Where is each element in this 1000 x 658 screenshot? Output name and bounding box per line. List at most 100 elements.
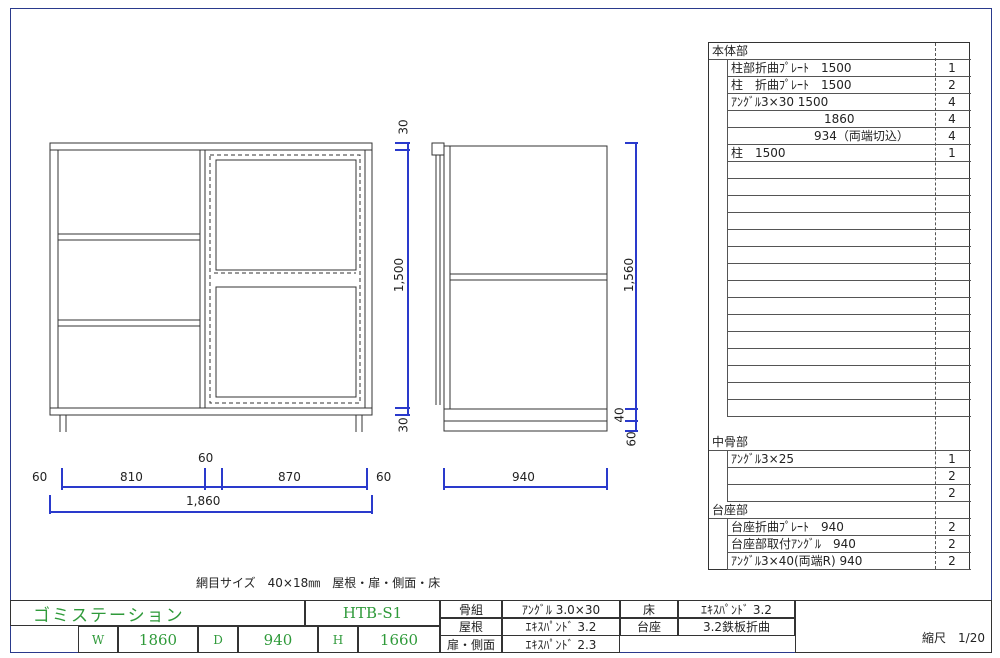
part-qty: 2 xyxy=(948,78,956,92)
part-name: 柱 折曲ﾌﾟﾚｰﾄ 1500 xyxy=(731,78,852,92)
part-name: ｱﾝｸﾞﾙ3×30 1500 xyxy=(731,95,829,109)
parts-row-blank xyxy=(709,315,971,332)
tb-d-label-cell: D xyxy=(198,626,238,653)
row-rule xyxy=(727,569,971,570)
part-name: ｱﾝｸﾞﾙ3×40(両端R) 940 xyxy=(731,554,863,568)
part-qty: 2 xyxy=(948,469,956,483)
row-rule xyxy=(709,59,971,60)
h-value: 1660 xyxy=(379,630,419,649)
dim-right-margin-label: 60 xyxy=(376,470,392,484)
spec2-value: ｴｷｽﾊﾟﾝﾄﾞ 3.2 xyxy=(701,602,772,617)
tb-w-value-cell: 1860 xyxy=(118,626,198,653)
parts-row: 1860 4 xyxy=(709,111,971,128)
row-rule xyxy=(727,365,971,366)
spec-value-cell: ｴｷｽﾊﾟﾝﾄﾞ 2.3 xyxy=(502,635,620,654)
part-qty: 4 xyxy=(948,112,956,126)
part-name: ｱﾝｸﾞﾙ3×25 xyxy=(731,452,794,466)
dim-left-margin-label: 60 xyxy=(32,470,48,484)
part-name: 台座折曲ﾌﾟﾚｰﾄ 940 xyxy=(731,520,844,534)
spec-label: 骨組 xyxy=(458,602,483,617)
dim-mid-gap-label: 60 xyxy=(198,451,214,465)
tb-scale-cell: 縮尺 1/20 xyxy=(795,600,992,653)
spec2-value-cell: 3.2鉄板折曲 xyxy=(678,617,795,636)
w-value: 1860 xyxy=(138,630,178,649)
row-rule xyxy=(709,450,971,451)
spec2-label-cell: 台座 xyxy=(620,617,678,636)
spec-label: 屋根 xyxy=(458,620,483,635)
tb-model-cell: HTB-S1 xyxy=(305,600,440,626)
parts-section-title: 台座部 xyxy=(712,503,749,517)
part-name: 柱部折曲ﾌﾟﾚｰﾄ 1500 xyxy=(731,61,852,75)
side-base-lower xyxy=(443,420,608,432)
part-qty: 1 xyxy=(948,452,956,466)
row-rule xyxy=(727,314,971,315)
dim-front-top-label: 30 xyxy=(396,119,411,135)
part-qty: 2 xyxy=(948,486,956,500)
parts-row-blank xyxy=(709,230,971,247)
parts-row: 2 xyxy=(709,485,971,502)
row-rule xyxy=(727,195,971,196)
spec2-value: 3.2鉄板折曲 xyxy=(702,620,771,635)
part-qty: 1 xyxy=(948,61,956,75)
part-name: 柱 1500 xyxy=(731,146,786,160)
row-rule xyxy=(727,263,971,264)
dim-side-height-label: 1,560 xyxy=(622,257,637,293)
row-rule xyxy=(727,297,971,298)
w-label: W xyxy=(91,632,105,647)
row-rule xyxy=(727,110,971,111)
part-name: 934（両端切込） xyxy=(814,129,909,143)
row-rule xyxy=(727,178,971,179)
spec-value-cell: ｱﾝｸﾞﾙ 3.0×30 xyxy=(502,600,620,618)
parts-section-title: 本体部 xyxy=(712,44,749,58)
part-qty: 4 xyxy=(948,129,956,143)
parts-row: 柱 折曲ﾌﾟﾚｰﾄ 1500 2 xyxy=(709,77,971,94)
tb-d-value-cell: 940 xyxy=(238,626,318,653)
parts-section-1: 本体部 xyxy=(709,43,971,60)
scale-text: 縮尺 1/20 xyxy=(922,631,985,645)
part-name: 1860 xyxy=(824,112,855,126)
tb-product-name-cell: ゴミステーション xyxy=(10,600,305,626)
dim-total-width-label: 1,860 xyxy=(186,494,221,508)
spec-value: ｴｷｽﾊﾟﾝﾄﾞ 3.2 xyxy=(525,620,597,635)
parts-row-blank xyxy=(709,332,971,349)
front-door-lower xyxy=(215,286,357,398)
parts-section-3: 台座部 xyxy=(709,502,971,519)
dimension-lines xyxy=(49,142,638,514)
section-indent-line xyxy=(727,60,728,417)
row-rule xyxy=(727,127,971,128)
row-rule xyxy=(727,399,971,400)
side-view xyxy=(431,142,608,432)
spec2-label: 床 xyxy=(642,602,655,617)
row-rule xyxy=(727,535,971,536)
spec-value: ｴｷｽﾊﾟﾝﾄﾞ 2.3 xyxy=(525,637,597,652)
side-base xyxy=(443,408,608,422)
side-roof-tip xyxy=(431,142,445,156)
front-door xyxy=(204,149,366,409)
parts-row-blank xyxy=(709,281,971,298)
parts-section-title: 中骨部 xyxy=(712,435,749,449)
spec2-label: 台座 xyxy=(636,620,661,635)
tb-h-label-cell: H xyxy=(318,626,358,653)
row-rule xyxy=(727,348,971,349)
row-rule xyxy=(727,382,971,383)
spec-value-cell: ｴｷｽﾊﾟﾝﾄﾞ 3.2 xyxy=(502,617,620,636)
h-label: H xyxy=(332,632,344,647)
product-name: ゴミステーション xyxy=(33,605,185,626)
row-rule xyxy=(727,76,971,77)
parts-table: 本体部柱部折曲ﾌﾟﾚｰﾄ 1500 1 柱 折曲ﾌﾟﾚｰﾄ 1500 2 ｱﾝｸﾞﾙ3×… xyxy=(708,42,971,570)
row-rule xyxy=(727,93,971,94)
parts-row-blank xyxy=(709,247,971,264)
parts-row: 2 xyxy=(709,468,971,485)
d-value: 940 xyxy=(263,630,293,649)
spec2-value-cell: ｴｷｽﾊﾟﾝﾄﾞ 3.2 xyxy=(678,600,795,618)
parts-row-blank xyxy=(709,179,971,196)
row-rule xyxy=(709,518,971,519)
parts-row-blank xyxy=(709,366,971,383)
dim-front-height-label: 1,500 xyxy=(392,257,407,293)
spec-label-cell: 屋根 xyxy=(440,617,502,636)
